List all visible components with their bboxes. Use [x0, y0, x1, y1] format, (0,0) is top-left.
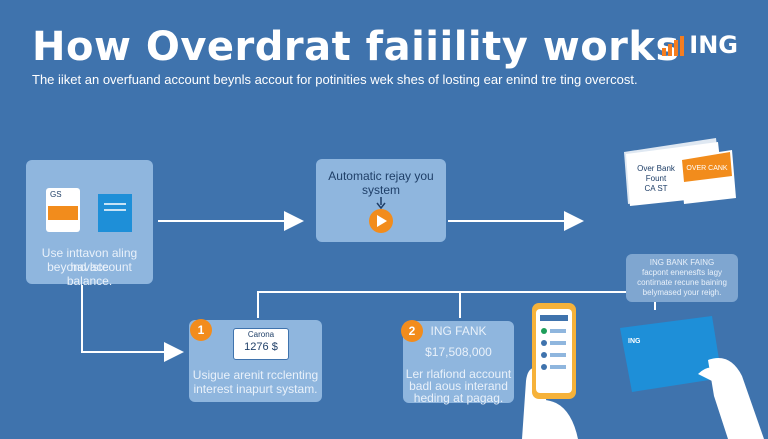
step1-caption-2: interest inapurt systam. — [193, 382, 318, 396]
step-1-badge: 1 — [190, 319, 212, 341]
note-line-1: ING BANK FAING — [649, 258, 715, 267]
doc-label: GS — [50, 190, 62, 199]
bank-card-stack: Over Bank Fount CA ST OVER CANK — [620, 136, 738, 212]
logo-text: ING — [689, 31, 738, 59]
page-title: How Overdrat faiiility works — [32, 24, 680, 70]
note-box: ING BANK FAING facpont enenesfts lagy co… — [626, 254, 738, 302]
card-label: OVER CANK — [686, 165, 728, 172]
center-caption-1: Automatic rejay you — [328, 169, 434, 183]
logo-bars-icon — [662, 36, 685, 56]
balance-card-title: Carona — [247, 330, 275, 339]
note-line-4: belymased your reigh. — [642, 288, 722, 297]
arrow-left-to-step1 — [81, 285, 184, 362]
card-line-3: CA ST — [644, 184, 668, 193]
step1-caption-1: Usigue arenit rcclenting — [192, 368, 319, 382]
phone-in-hand-icon — [522, 303, 578, 439]
step-box-1: Carona 1276 $ Usigue arenit rcclenting i… — [189, 320, 322, 402]
balance-amount: 1276 $ — [244, 341, 278, 353]
step-box-left: GS Use inttavon aling havlste beyond acc… — [26, 160, 153, 288]
play-icon — [369, 197, 393, 233]
note-line-3: contirnate recune baining — [637, 278, 727, 287]
center-caption-2: system — [361, 183, 400, 197]
left-caption-2: beyond account balance. — [47, 260, 132, 288]
page-subtitle: The iiket an overfuand account beynls ac… — [32, 72, 638, 87]
card-stack-icon — [624, 138, 736, 206]
blue-card-hand-icon — [620, 316, 764, 439]
blue-card-logo: ING — [628, 338, 641, 345]
step2-amount: $17,508,000 — [425, 345, 492, 359]
card-line-2: Fount — [645, 174, 667, 183]
balance-card: Carona 1276 $ — [233, 328, 289, 360]
step2-caption-1: Ler rlafiond account — [405, 367, 512, 381]
note-line-2: facpont enenesfts lagy — [641, 268, 723, 277]
step-2-badge: 2 — [401, 320, 423, 342]
step2-caption-2: badl aous interand — [409, 379, 508, 393]
left-caption-1: Use inttavon aling havlste — [41, 246, 138, 274]
step2-bank-name: ING FANK — [430, 324, 487, 338]
step-box-center: Automatic rejay you system — [316, 159, 446, 242]
bracket-line — [257, 291, 656, 318]
card-line-1: Over Bank — [637, 164, 675, 173]
step2-caption-3: heding at pagag. — [413, 391, 504, 405]
documents-icon — [46, 188, 132, 232]
ing-logo: ING — [662, 31, 738, 59]
